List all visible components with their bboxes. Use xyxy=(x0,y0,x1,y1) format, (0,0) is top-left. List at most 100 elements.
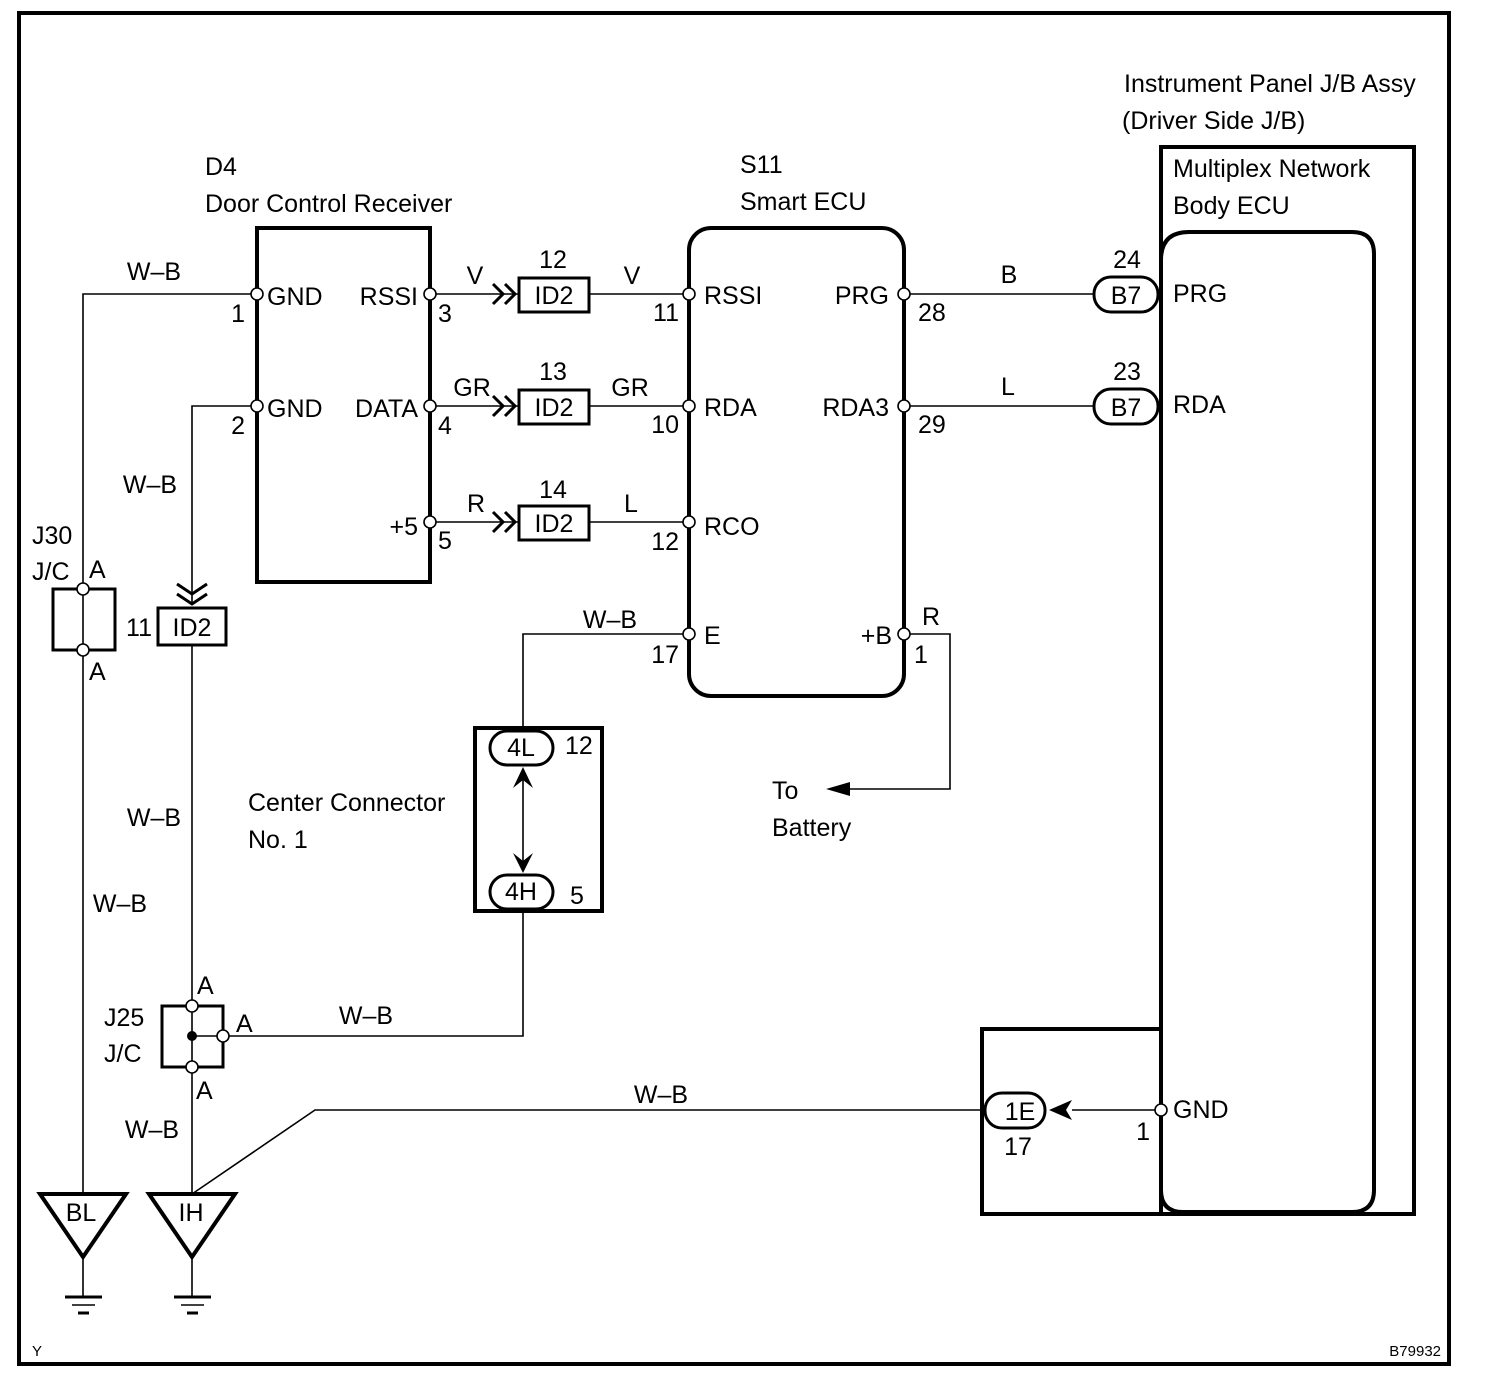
ground-bl-triangle xyxy=(36,1192,130,1261)
4l-pin: 12 xyxy=(565,732,593,760)
s11-pin-12 xyxy=(682,515,696,529)
figure-id: B79932 xyxy=(1389,1343,1441,1360)
s11-pin-num-17: 17 xyxy=(651,641,679,669)
j25-pin-right: A xyxy=(236,1010,253,1038)
wire-label-rssi-out: V xyxy=(624,262,641,290)
b7-label-rda: B7 xyxy=(1111,394,1142,422)
wire-label-e: W–B xyxy=(583,606,637,634)
wire-jb-gnd xyxy=(191,1109,985,1195)
j30-pin-top: A xyxy=(89,556,106,584)
j30-body xyxy=(51,587,117,652)
s11-pin-label-plusb: +B xyxy=(861,622,892,650)
j25-splice-dot xyxy=(187,1031,197,1041)
d4-pin-label-5v: +5 xyxy=(389,513,418,541)
wire-battery xyxy=(848,633,951,790)
s11-pin-label-prg: PRG xyxy=(835,282,889,310)
4l-connector xyxy=(488,729,555,767)
s11-name: Smart ECU xyxy=(740,188,866,216)
s11-pin-11 xyxy=(682,287,696,301)
id2-11-arrow-icon xyxy=(176,582,208,606)
wires: W–B W–B V V GR GR R L W–B B L R To Batte… xyxy=(82,258,1161,1195)
j25-code: J25 xyxy=(104,1004,144,1032)
battery-label-line1: To xyxy=(772,777,798,805)
page-code: Y xyxy=(32,1343,42,1360)
s11-pin-num-12: 12 xyxy=(651,528,679,556)
id2-14-box xyxy=(517,504,591,542)
s11-pin-num-29: 29 xyxy=(918,411,946,439)
body-ecu-pin-num-1: 1 xyxy=(1136,1118,1150,1146)
body-ecu: Multiplex Network Body ECU PRG RDA GND 1… xyxy=(983,155,1376,1214)
id2-13-box xyxy=(517,388,591,426)
wire-label-rda3: L xyxy=(1001,373,1015,401)
4h-label: 4H xyxy=(505,878,537,906)
wire-label-id2-down: W–B xyxy=(127,804,181,832)
id2-11-pin: 11 xyxy=(126,614,152,642)
wire-label-battery: R xyxy=(922,603,940,631)
d4-pin-num-2: 2 xyxy=(231,412,245,440)
s11-pin-1 xyxy=(897,627,911,641)
center-connector-body xyxy=(473,726,604,913)
wire-d4-gnd1 xyxy=(82,293,257,589)
s11-pin-label-rda3: RDA3 xyxy=(822,394,889,422)
d4-code: D4 xyxy=(205,153,237,181)
j30-code: J30 xyxy=(32,522,72,550)
d4-pin-label-gnd2: GND xyxy=(267,395,323,423)
s11-code: S11 xyxy=(740,151,783,179)
j25-pin-top: A xyxy=(197,972,214,1000)
d4-door-control-receiver: D4 Door Control Receiver GND GND RSSI DA… xyxy=(205,153,452,584)
j25-pin-bottom: A xyxy=(196,1077,213,1105)
ground-ih-label: IH xyxy=(179,1199,204,1227)
d4-pin-5 xyxy=(423,515,437,529)
pin-terminals xyxy=(76,287,1168,1117)
body-ecu-name-line1: Multiplex Network xyxy=(1173,155,1371,183)
4l-arrow-icon xyxy=(513,767,533,788)
instrument-panel-jb: Instrument Panel J/B Assy (Driver Side J… xyxy=(980,70,1416,1216)
body-ecu-pin-label-prg: PRG xyxy=(1173,280,1227,308)
d4-pin-2 xyxy=(250,399,264,413)
jb-name-line1: Instrument Panel J/B Assy xyxy=(1124,70,1416,98)
s11-pin-num-10: 10 xyxy=(651,411,679,439)
body-ecu-pin-label-rda: RDA xyxy=(1173,391,1226,419)
id2-12-box xyxy=(517,276,591,314)
jb-gnd-extension xyxy=(980,1027,1161,1216)
s11-pin-29 xyxy=(897,399,911,413)
id2-13-pin: 13 xyxy=(539,358,567,386)
j30-junction-connector: J30 J/C A A xyxy=(32,522,117,686)
s11-pin-10 xyxy=(682,399,696,413)
d4-pin-num-5: 5 xyxy=(438,527,452,555)
jb-name-line2: (Driver Side J/B) xyxy=(1122,107,1305,135)
battery-label-line2: Battery xyxy=(772,814,852,842)
body-ecu-pin-label-gnd: GND xyxy=(1173,1096,1229,1124)
d4-pin-3 xyxy=(423,287,437,301)
d4-pin-1 xyxy=(250,287,264,301)
s11-pin-label-rssi: RSSI xyxy=(704,282,762,310)
b7-pin-num-24: 24 xyxy=(1113,246,1141,274)
ground-bl-label: BL xyxy=(66,1199,97,1227)
s11-pin-label-rda: RDA xyxy=(704,394,757,422)
wire-label-gnd2: W–B xyxy=(123,471,177,499)
j30-type: J/C xyxy=(32,558,70,586)
d4-pin-label-data: DATA xyxy=(355,395,418,423)
s11-pin-17 xyxy=(682,627,696,641)
s11-pin-num-28: 28 xyxy=(918,299,946,327)
id2-14-label: ID2 xyxy=(535,510,574,538)
battery-arrow-icon xyxy=(826,782,850,796)
wire-label-jb-gnd: W–B xyxy=(634,1081,688,1109)
id2-connectors: ID2 12 ID2 13 ID2 14 ID2 11 xyxy=(126,246,591,647)
s11-smart-ecu: S11 Smart ECU RSSI RDA RCO E PRG RDA3 +B… xyxy=(651,151,946,698)
wire-label-prg: B xyxy=(1001,261,1018,289)
j30-pin-a-top xyxy=(76,582,90,596)
wire-label-gnd1: W–B xyxy=(127,258,181,286)
id2-14-pin: 14 xyxy=(539,476,567,504)
d4-pin-num-3: 3 xyxy=(438,300,452,328)
d4-pin-4 xyxy=(423,399,437,413)
ground-ih-triangle xyxy=(145,1192,239,1261)
center-connector: Center Connector No. 1 4L 12 4H 5 xyxy=(248,726,604,913)
d4-name: Door Control Receiver xyxy=(205,190,452,218)
1e-arrow-icon xyxy=(1049,1100,1072,1120)
id2-13-arrow-icon xyxy=(491,394,518,418)
diagram-frame xyxy=(17,11,1451,1366)
id2-13-label: ID2 xyxy=(535,394,574,422)
d4-pin-label-gnd1: GND xyxy=(267,283,323,311)
